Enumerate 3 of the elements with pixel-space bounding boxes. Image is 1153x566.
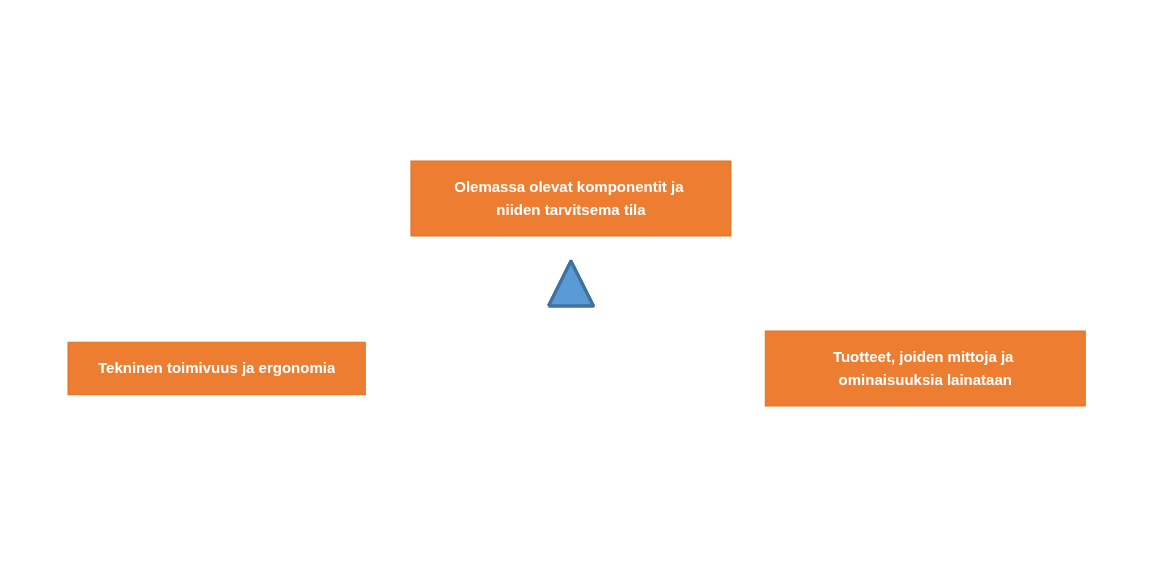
node-box: Tekninen toimivuus ja ergonomia bbox=[67, 341, 366, 395]
node-box: Tuotteet, joiden mittoja ja ominaisuuksia lainataan bbox=[764, 330, 1086, 406]
node-box: Olemassa olevat komponentit ja niiden tarvitsema tila bbox=[410, 160, 732, 236]
